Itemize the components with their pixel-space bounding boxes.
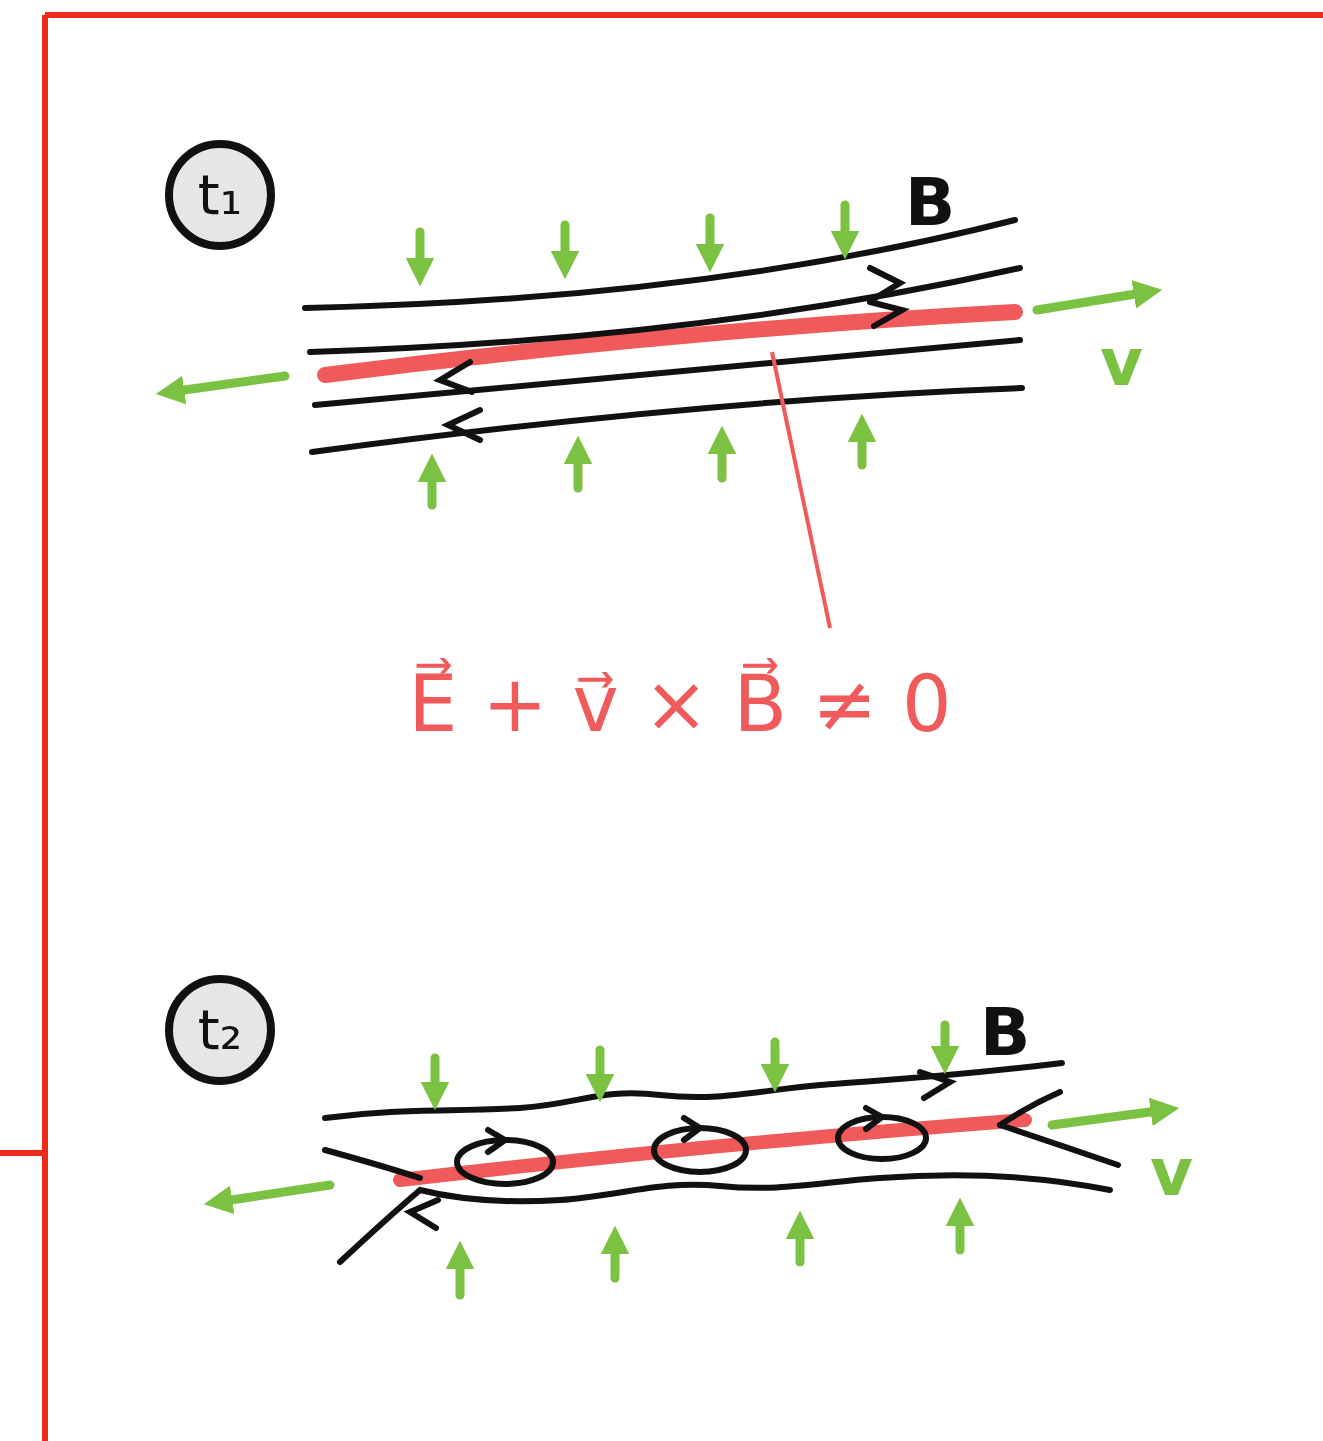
time-badge: t₂ <box>164 974 276 1086</box>
symbol-label: B <box>980 1000 1030 1066</box>
symbol-label: v <box>1100 330 1143 396</box>
flow-arrows <box>170 205 1148 505</box>
equation-label: E⃗ + v⃗ × B⃗ ≠ 0 <box>408 665 951 743</box>
field-lines <box>325 1063 1118 1262</box>
current-sheet <box>325 312 1015 375</box>
field-lines <box>305 220 1022 452</box>
time-label: t₁ <box>198 167 242 223</box>
frame <box>0 15 1323 1441</box>
leader-line <box>772 352 830 628</box>
time-badge: t₁ <box>164 139 276 251</box>
current-sheet <box>400 1120 1025 1180</box>
time-label: t₂ <box>198 1002 242 1058</box>
symbol-label: v <box>1150 1140 1193 1206</box>
symbol-label: B <box>905 170 955 236</box>
